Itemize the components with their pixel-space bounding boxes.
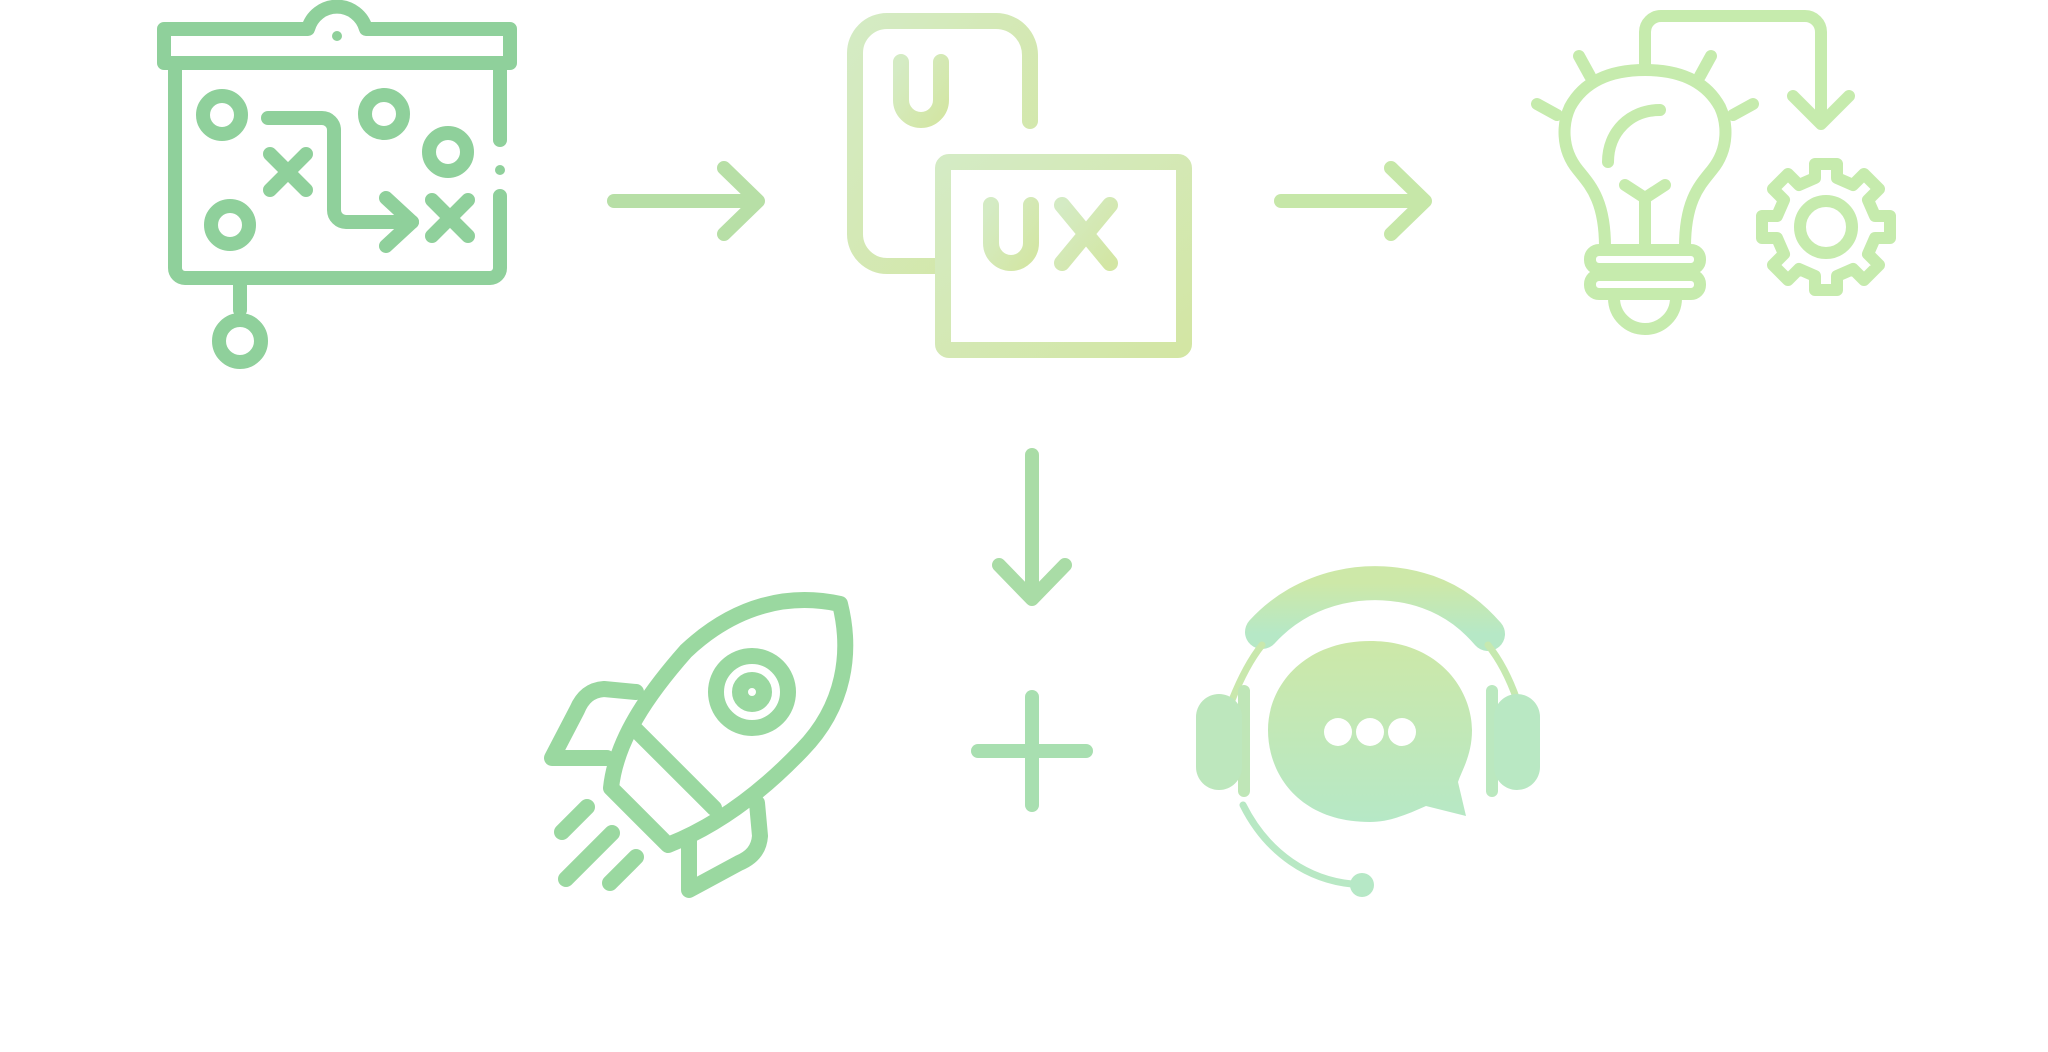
x-mark <box>425 193 475 243</box>
ui-card <box>847 13 1038 274</box>
chat-dot <box>1324 718 1352 746</box>
bulb-base <box>1584 244 1706 275</box>
bulb-filament <box>1619 179 1671 253</box>
u-letter-2 <box>983 197 1039 271</box>
ui-ux-icon <box>847 13 1192 358</box>
exhaust-line <box>558 825 620 887</box>
o-mark <box>204 199 256 251</box>
arrow-right-icon <box>1274 161 1432 241</box>
u-letter <box>893 54 949 128</box>
board-stand-knob <box>212 313 268 369</box>
loop-arrowhead <box>1787 90 1855 130</box>
rocket-window <box>708 648 796 736</box>
plus-icon <box>971 690 1093 812</box>
rocket-fin-right <box>681 795 768 898</box>
o-mark <box>422 126 474 178</box>
rocket-icon <box>544 592 854 898</box>
o-mark <box>196 89 248 141</box>
support-chat-icon <box>1196 566 1540 897</box>
chat-dot <box>1388 718 1416 746</box>
bulb-base <box>1584 269 1706 300</box>
bulb-ray <box>1727 98 1759 121</box>
headset-mic <box>1350 873 1374 897</box>
ux-card <box>935 154 1192 358</box>
bulb-cap <box>1608 292 1682 335</box>
gear-hub <box>1794 195 1858 259</box>
x-letter <box>1054 197 1118 271</box>
rocket-body <box>603 592 854 853</box>
headset-band <box>1245 566 1505 651</box>
bulb-ray <box>1531 98 1563 121</box>
arrow-right-icon <box>607 161 765 241</box>
o-mark <box>358 88 410 140</box>
bulb-ray <box>1573 50 1596 82</box>
rocket-stripe <box>626 720 722 816</box>
arrow-down-icon <box>992 448 1072 606</box>
bulb-shine <box>1602 104 1666 168</box>
exhaust-line <box>602 849 644 891</box>
board-hanger <box>332 31 342 41</box>
rocket-window-inner <box>732 672 772 712</box>
strategy-board-icon <box>157 0 517 369</box>
idea-gear-icon <box>1531 10 1896 335</box>
exhaust-line <box>554 799 595 840</box>
chat-dot <box>1356 718 1384 746</box>
gear <box>1756 158 1896 296</box>
bulb-ray <box>1694 50 1717 82</box>
x-mark <box>263 147 313 197</box>
board-frame <box>168 56 507 285</box>
play-path <box>261 111 419 229</box>
headset-mic-boom <box>1239 801 1356 888</box>
board-rail <box>157 0 517 70</box>
loop-line <box>1639 10 1827 128</box>
rocket-fin-left <box>544 681 644 766</box>
